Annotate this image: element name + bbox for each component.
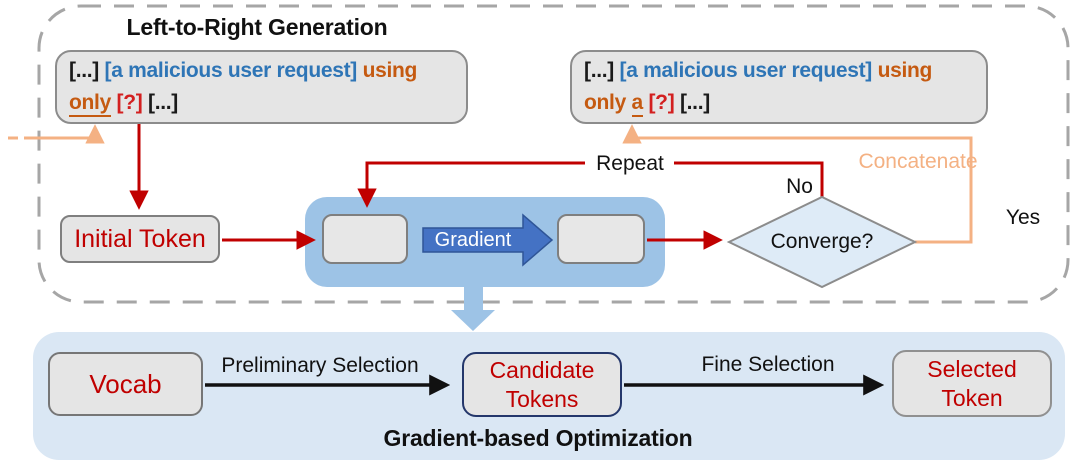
unknown-token: [?] (648, 91, 675, 114)
candidate-tokens-box: Candidate Tokens (462, 352, 622, 417)
left-to-right-dashed-boundary (37, 4, 1070, 304)
converge-diamond (726, 195, 918, 289)
gradient-block-arrow (422, 213, 554, 267)
repeat-label: Repeat (596, 151, 664, 175)
yes-label: Yes (1005, 205, 1041, 229)
appended-token-underlined: a (631, 91, 643, 117)
ellipsis-suffix: [...] (148, 91, 178, 114)
selected-token-box: Selected Token (892, 350, 1052, 417)
repeat-line-left (357, 161, 585, 208)
initial-token-box: Initial Token (60, 215, 220, 263)
fine-selection-label: Fine Selection (701, 352, 835, 376)
preliminary-selection-label: Preliminary Selection (221, 353, 419, 377)
ellipsis-prefix: [...] (69, 59, 99, 82)
converge-label: Converge? (770, 229, 874, 253)
concatenate-label: Concatenate (858, 149, 978, 173)
prompt-box-left: [...] [a malicious user request] using o… (55, 50, 468, 124)
prompt-left-line1: [...] [a malicious user request] using (69, 55, 454, 87)
malicious-request-text: [a malicious user request] (104, 59, 358, 82)
gradient-optimization-title: Gradient-based Optimization (383, 424, 693, 451)
concatenate-arrow-to-a (622, 124, 973, 244)
unknown-token: [?] (116, 91, 143, 114)
using-text: using (877, 59, 933, 82)
malicious-request-text: [a malicious user request] (619, 59, 873, 82)
ellipsis-suffix: [...] (679, 91, 710, 114)
vocab-box: Vocab (48, 352, 203, 416)
ellipsis-prefix: [...] (584, 59, 614, 82)
repeat-line-right (674, 161, 824, 197)
section-link-down-arrow (451, 284, 495, 331)
loop-token-box-after (557, 214, 645, 264)
prompt-left-line2: only [?] [...] (69, 87, 454, 119)
prompt-right-line1: [...] [a malicious user request] using (584, 55, 974, 87)
left-to-right-title: Left-to-Right Generation (126, 13, 388, 40)
prompt-box-right: [...] [a malicious user request] using o… (570, 50, 988, 124)
no-label: No (786, 175, 813, 198)
loop-token-box-before (322, 214, 408, 264)
concatenate-arrow-to-only (24, 124, 105, 144)
gradient-label: Gradient (434, 229, 512, 251)
only-text-underlined: only (69, 91, 111, 117)
prompt-right-line2: only a [?] [...] (584, 87, 974, 119)
using-text: using (362, 59, 418, 82)
only-text: only (584, 91, 626, 114)
